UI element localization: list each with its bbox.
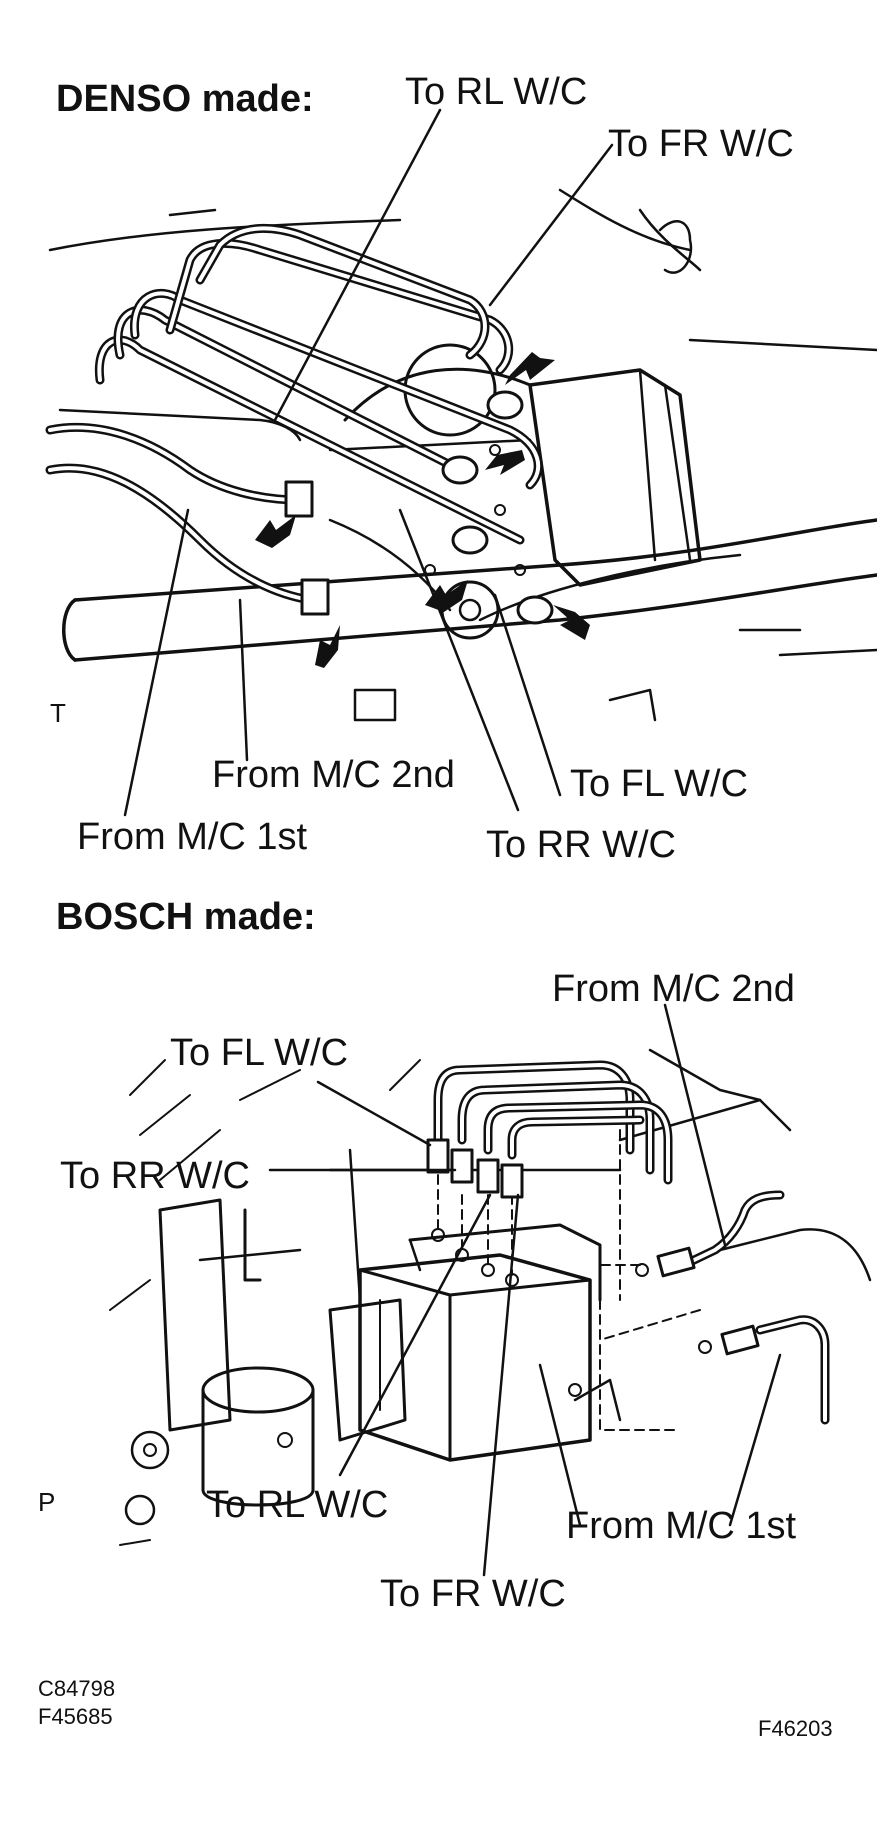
bosch-to-fl-label: To FL W/C — [170, 1032, 349, 1074]
denso-to-fl-label: To FL W/C — [570, 763, 749, 805]
denso-from-mc-2nd-label: From M/C 2nd — [212, 754, 455, 796]
denso-heading: DENSO made: — [56, 78, 314, 120]
denso-marker: T — [50, 698, 66, 728]
bosch-from-mc-2nd-label: From M/C 2nd — [552, 968, 795, 1010]
denso-illustration — [45, 108, 877, 817]
denso-to-fr-label: To FR W/C — [608, 123, 794, 165]
code-f45685: F45685 — [38, 1704, 113, 1729]
bosch-marker: P — [38, 1487, 56, 1517]
bosch-from-mc-1st-label: From M/C 1st — [566, 1505, 797, 1547]
denso-to-rr-label: To RR W/C — [486, 824, 676, 866]
code-f46203: F46203 — [758, 1716, 833, 1741]
code-c84798: C84798 — [38, 1676, 116, 1701]
bosch-to-fr-label: To FR W/C — [380, 1573, 566, 1615]
denso-from-mc-1st-label: From M/C 1st — [77, 816, 308, 858]
bosch-to-rl-label: To RL W/C — [206, 1484, 389, 1526]
bosch-heading: BOSCH made: — [56, 896, 316, 938]
denso-to-rl-label: To RL W/C — [405, 71, 588, 113]
bosch-to-rr-label: To RR W/C — [60, 1155, 250, 1197]
